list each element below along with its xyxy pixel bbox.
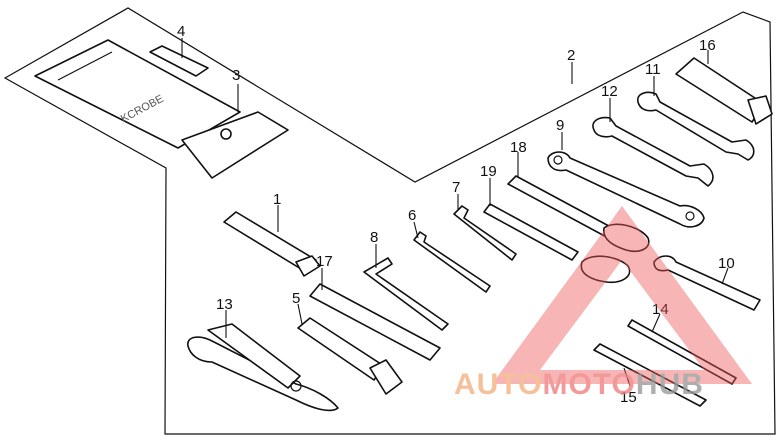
open-end-spanner-11	[636, 91, 755, 161]
flat-bar-19	[483, 203, 579, 261]
callout-12: 12	[601, 83, 618, 100]
callout-18: 18	[510, 139, 527, 156]
tool-bag: KCROBE	[34, 39, 289, 179]
callout-7: 7	[452, 179, 460, 196]
watermark-triangle-icon	[492, 206, 752, 384]
callout-9: 9	[556, 117, 564, 134]
pliers	[187, 323, 339, 412]
callout-4: 4	[177, 23, 185, 40]
screwdriver-14	[627, 319, 737, 385]
callout-8: 8	[370, 229, 378, 246]
watermark-hub: HUB	[636, 368, 704, 401]
callout-19: 19	[480, 163, 497, 180]
callout-15: 15	[620, 389, 637, 406]
spark-plug-wrench	[675, 57, 773, 125]
screwdriver-15	[593, 343, 707, 407]
hex-wrench-7	[453, 205, 517, 261]
callout-2: 2	[567, 47, 575, 64]
screwdriver	[297, 317, 403, 395]
tommy-bar	[309, 283, 441, 361]
svg-text:AUTOMOTOHUB: AUTOMOTOHUB	[454, 368, 704, 401]
tool-kit-outline	[3, 7, 776, 435]
box-socket-wrench	[223, 211, 321, 277]
tool-kit-tag	[149, 45, 209, 77]
ring-spanner-9	[547, 151, 705, 228]
callout-11: 11	[645, 61, 661, 78]
callout-1: 1	[273, 191, 281, 208]
flat-spanner-10	[653, 255, 761, 311]
callout-17: 17	[316, 253, 333, 270]
open-end-spanner-12	[592, 116, 714, 187]
automotohub-watermark: AUTOMOTOHUB	[454, 206, 752, 401]
callout-13: 13	[216, 296, 233, 313]
callout-10: 10	[718, 255, 735, 272]
hex-wrench-8	[363, 257, 449, 331]
watermark-auto: AUTO	[454, 368, 542, 401]
hex-wrench-6	[413, 231, 491, 293]
pin-spanner-18	[507, 175, 650, 284]
callout-6: 6	[408, 207, 416, 224]
callout-3: 3	[232, 67, 240, 84]
callout-14: 14	[652, 301, 669, 318]
callout-5: 5	[292, 290, 300, 307]
watermark-moto: MOTO	[542, 368, 635, 401]
callout-16: 16	[699, 37, 716, 54]
